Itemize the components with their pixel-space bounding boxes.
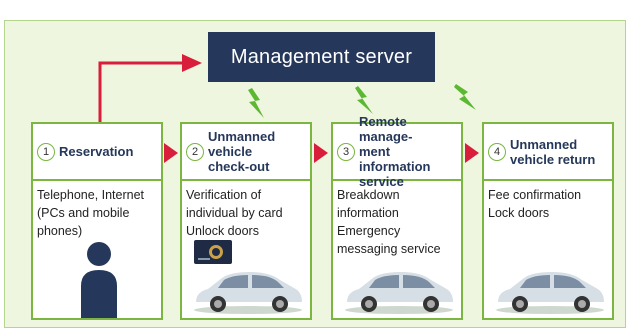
step-title: Remote manage- ment information service: [359, 114, 461, 189]
description-line: messaging service: [337, 242, 441, 256]
step-title-line: vehicle: [208, 144, 253, 159]
description-line: information: [337, 206, 399, 220]
step-reservation: 1 Reservation Telephone, Internet (PCs a…: [31, 122, 163, 320]
step-description: Telephone, Internet (PCs and mobile phon…: [37, 186, 157, 240]
car-icon: [496, 272, 604, 314]
step-header: 1 Reservation: [33, 124, 161, 181]
step-title-line: check-out: [208, 159, 270, 174]
description-line: Verification of: [186, 188, 262, 202]
description-line: Fee confirmation: [488, 188, 582, 202]
step-header: 2 Unmanned vehicle check-out: [182, 124, 310, 181]
step-number: 4: [488, 142, 506, 161]
step-vehicle-check-out: 2 Unmanned vehicle check-out Verificatio…: [180, 122, 312, 320]
step-title: Unmanned vehicle check-out: [208, 129, 275, 174]
description-line: (PCs and mobile: [37, 206, 130, 220]
step-title-line: Reservation: [59, 144, 134, 159]
server-arrowhead: [182, 54, 202, 72]
person-icon: [81, 242, 117, 318]
flow-arrow: [465, 143, 479, 163]
step-header: 3 Remote manage- ment information servic…: [333, 114, 461, 189]
reservation-to-server-connector: [98, 61, 185, 122]
step-title-line: Unmanned: [208, 129, 276, 144]
description-line: phones): [37, 224, 83, 238]
step-description: Verification of individual by card Unloc…: [186, 186, 306, 240]
step-description: Breakdown information Emergency messagin…: [337, 186, 457, 258]
flow-arrow: [314, 143, 328, 163]
step-title-line: vehicle return: [510, 151, 596, 167]
step-description: Fee confirmation Lock doors: [488, 186, 608, 222]
description-line: Lock doors: [488, 206, 550, 220]
step-header: 4 Unmanned vehicle return: [484, 124, 612, 181]
description-line: individual by card: [186, 206, 283, 220]
description-line: Emergency: [337, 224, 401, 238]
step-number: 3: [337, 142, 355, 161]
step-title: Unmanned vehicle return: [510, 137, 595, 167]
car-icon: [345, 272, 453, 314]
flow-arrow: [164, 143, 178, 163]
id-card-icon: [194, 240, 232, 264]
management-server-box: Management server: [208, 32, 435, 82]
step-vehicle-return: 4 Unmanned vehicle return Fee confirmati…: [482, 122, 614, 320]
car-icon: [194, 272, 302, 314]
description-line: Telephone, Internet: [37, 188, 145, 202]
description-line: Unlock doors: [186, 224, 259, 238]
lightning-bolt-icon: [454, 84, 476, 110]
step-title-line: Unmanned: [510, 136, 578, 152]
step-title-line: ment information: [359, 144, 431, 174]
step-title-line: Remote manage-: [359, 114, 413, 144]
lightning-bolt-icon: [248, 88, 264, 118]
description-line: Breakdown: [337, 188, 400, 202]
step-number: 2: [186, 142, 204, 161]
step-remote-management: 3 Remote manage- ment information servic…: [331, 114, 463, 320]
step-title-line: service: [359, 174, 404, 189]
step-title: Reservation: [59, 144, 133, 159]
step-number: 1: [37, 142, 55, 161]
management-server-label: Management server: [230, 45, 413, 68]
lightning-bolt-icon: [355, 86, 373, 114]
